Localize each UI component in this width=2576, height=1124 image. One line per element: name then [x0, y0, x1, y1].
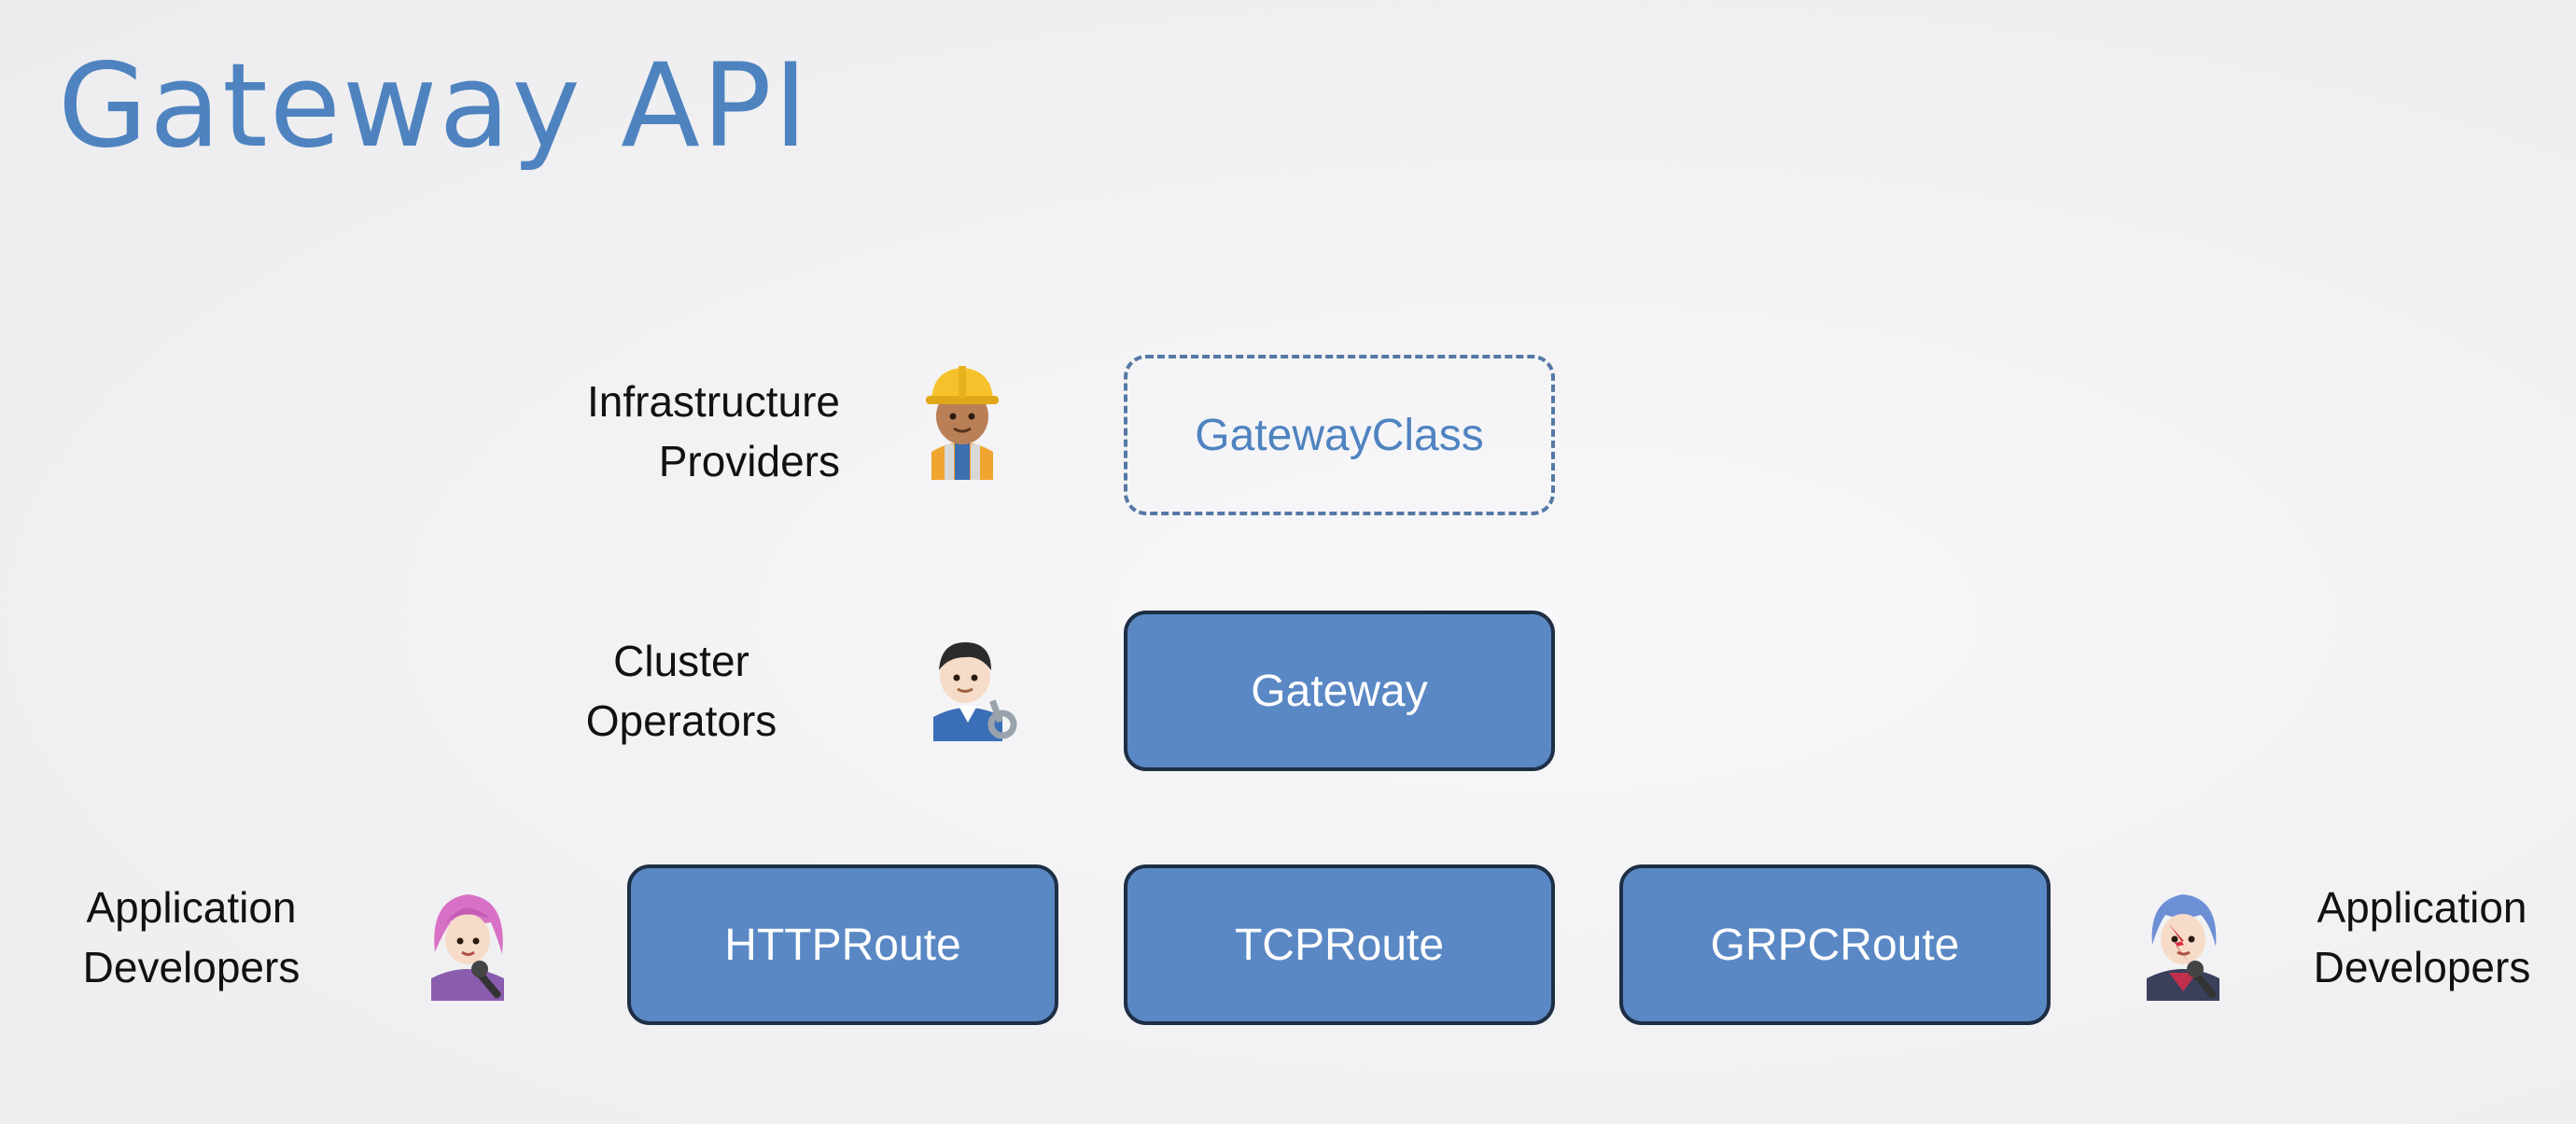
- construction-worker-icon: [926, 366, 999, 480]
- mechanic-icon: [933, 642, 1017, 741]
- role-label-line2: Providers: [658, 437, 840, 485]
- role-label-line2: Operators: [585, 696, 777, 745]
- role-application-developers-right: Application Developers: [2268, 878, 2576, 997]
- singer-icon: [431, 894, 504, 1001]
- gateway-box[interactable]: Gateway: [1124, 611, 1555, 771]
- role-label-line1: Application: [2317, 883, 2527, 932]
- role-label-line1: Cluster: [613, 637, 749, 685]
- role-label-line1: Application: [86, 883, 297, 932]
- role-cluster-operators: Cluster Operators: [541, 631, 821, 751]
- role-application-developers-left: Application Developers: [37, 878, 345, 997]
- tcproute-box[interactable]: TCPRoute: [1124, 864, 1555, 1025]
- role-label-line2: Developers: [2313, 943, 2531, 991]
- slide-title: Gateway API: [58, 39, 810, 174]
- role-label-line1: Infrastructure: [587, 377, 840, 426]
- grpcroute-box[interactable]: GRPCRoute: [1619, 864, 2051, 1025]
- httproute-box[interactable]: HTTPRoute: [627, 864, 1058, 1025]
- singer-icon: [2147, 894, 2219, 1001]
- role-label-line2: Developers: [82, 943, 301, 991]
- gatewayclass-box[interactable]: GatewayClass: [1124, 355, 1555, 515]
- role-infrastructure-providers: Infrastructure Providers: [485, 372, 840, 491]
